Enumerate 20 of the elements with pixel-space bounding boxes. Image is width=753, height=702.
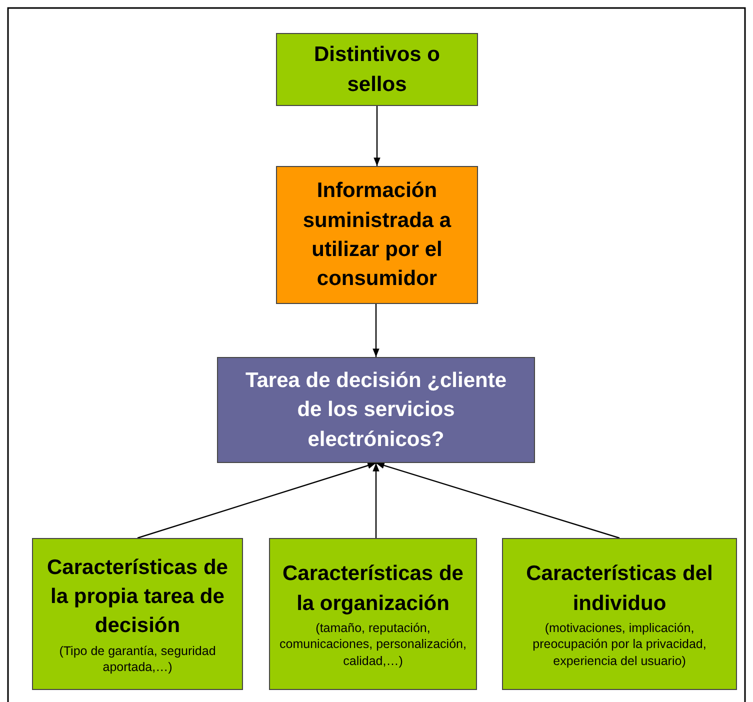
box-heading: Características de la organización [282,561,464,617]
arrow [372,463,380,538]
box-description: (motivaciones, implicación, preocupación por la privacidad, experiencia del usuario) [532,620,708,669]
arrow [376,462,620,539]
box-heading: Tarea de decisión ¿cliente de los servicios electrónicos? [244,368,508,453]
box-heading: Características de la propia tarea de decisión [46,554,229,640]
process-box [276,166,478,304]
box-heading: Distintivos o sellos [312,42,441,98]
box-description: (Tipo de garantía, seguridad aportada,…) [58,642,217,676]
decision-box [217,357,535,463]
box-description: (tamaño, reputación, comunicaciones, personalización, calidad,…) [278,620,468,669]
process-box [269,538,477,690]
arrow [137,462,376,539]
box-heading: Características del individuo [525,561,714,617]
arrow [372,304,380,357]
process-box [32,538,243,690]
box-heading: Información suministrada a utilizar por el consumidor [302,178,452,292]
process-box [276,33,478,106]
arrow [374,106,380,166]
process-box [502,538,737,690]
